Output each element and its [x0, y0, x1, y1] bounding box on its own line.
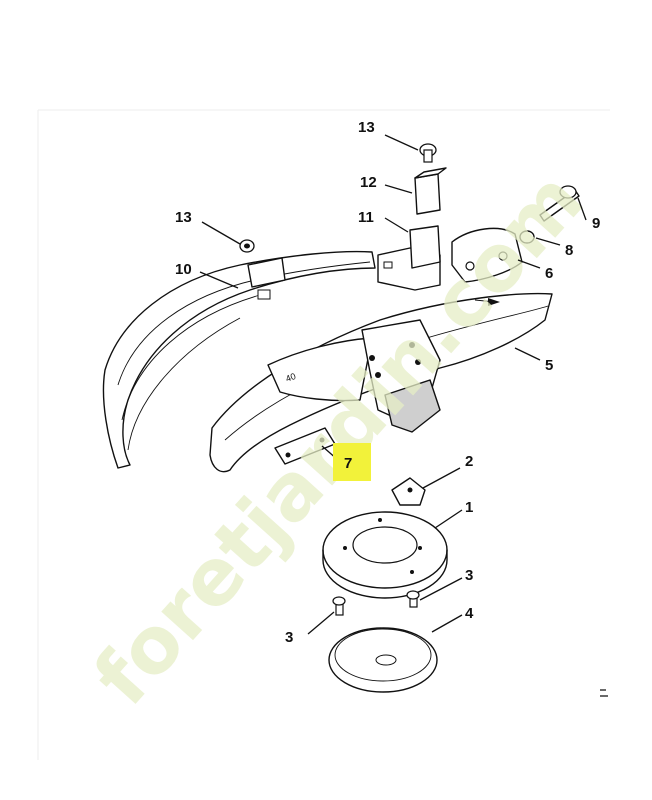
callout-3-right: 3: [465, 567, 473, 584]
callout-7-highlight: [333, 443, 371, 481]
svg-text:40: 40: [284, 371, 297, 384]
part-2-insert: [391, 477, 426, 506]
callout-8: 8: [565, 242, 573, 259]
callout-13-top: 13: [358, 119, 375, 136]
callout-5: 5: [545, 357, 553, 374]
callout-10: 10: [175, 261, 192, 278]
callout-2: 2: [465, 453, 473, 470]
callout-9: 9: [592, 215, 600, 232]
part-8-washer: [519, 230, 535, 244]
watermark-text: foretjardin.com: [77, 155, 601, 723]
callout-7: 7: [344, 455, 352, 472]
part-1-disc: [322, 511, 448, 599]
callout-3-left: 3: [285, 629, 293, 646]
callout-13-left: 13: [175, 209, 192, 226]
callout-labels: 13 12 13 11 10 9 8 6 5 7 2 1 3 3 4: [175, 119, 600, 646]
part-4-base-plate: [328, 627, 438, 693]
callout-12: 12: [360, 174, 377, 191]
part-10-guard-strip: [102, 250, 376, 469]
callout-6: 6: [545, 265, 553, 282]
part-13-screw-small: [239, 239, 255, 253]
part-3-screw-right: [406, 590, 420, 608]
callout-1: 1: [465, 499, 473, 516]
callout-11: 11: [358, 209, 374, 226]
part-3-screw-left: [332, 596, 346, 616]
guard-strip-slot: [257, 289, 271, 300]
callout-4: 4: [465, 605, 474, 622]
part-9-bolt: [539, 185, 580, 222]
part-12-clamp: [414, 167, 447, 215]
sheet-border: [37, 109, 610, 760]
leader-lines: [199, 134, 587, 635]
corner-mark: [600, 689, 608, 697]
part-11-bracket: [377, 225, 441, 291]
part-13-screw-top: [419, 143, 437, 163]
guard-mounting-block: [361, 319, 441, 433]
